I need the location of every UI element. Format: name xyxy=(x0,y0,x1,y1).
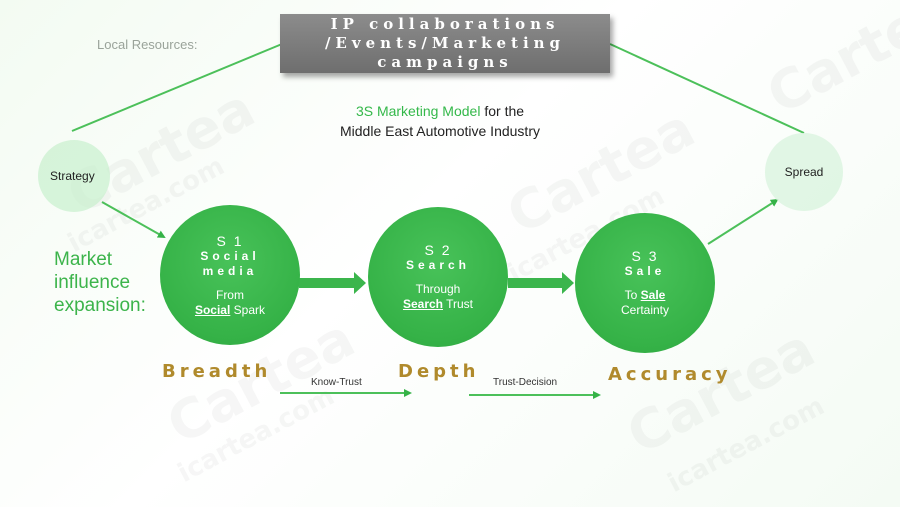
s2-to-s3-arrow xyxy=(508,272,574,294)
strategy-to-s1-arrow xyxy=(101,201,166,238)
box-line-3: campaigns xyxy=(377,53,513,71)
box-to-spread-line xyxy=(609,43,805,134)
transition-trust-decision: Trust-Decision xyxy=(493,377,558,388)
market-influence-line-3: expansion: xyxy=(54,295,146,316)
stage-desc-text: Trust xyxy=(443,297,474,311)
stage-desc-key: Social xyxy=(194,302,231,317)
stage-number: S 1 xyxy=(216,232,244,249)
market-influence-label: Market influence expansion: xyxy=(54,248,146,317)
stage-desc-text: Certainty xyxy=(620,303,670,317)
stage-s2-circle: S 2 Search Through Search Trust xyxy=(368,207,508,347)
model-title-accent: 3S Marketing Model xyxy=(355,103,481,119)
stage-description: Through Search Trust xyxy=(403,282,473,312)
marketing-activities-box: IP collaborations /Events/Marketing camp… xyxy=(280,14,610,73)
stage-number: S 2 xyxy=(424,242,452,258)
model-title-rest: for the xyxy=(480,103,525,119)
model-title-line-2: Middle East Automotive Industry xyxy=(340,123,540,139)
stage-name: Search xyxy=(405,258,471,272)
phase-accuracy: Accuracy xyxy=(608,364,732,385)
stage-name: Sale xyxy=(624,264,666,278)
stage-s3-circle: S 3 Sale To Sale Certainty xyxy=(575,213,715,353)
model-title: 3S Marketing Model for the Middle East A… xyxy=(300,101,580,141)
s1-to-s2-arrow xyxy=(299,272,366,294)
stage-name: Social xyxy=(200,248,260,263)
stage-name: media xyxy=(202,263,258,278)
stage-description: From Social Spark xyxy=(195,288,265,318)
stage-desc-text: Spark xyxy=(230,302,266,317)
strategy-node: Strategy xyxy=(38,140,110,212)
market-influence-line-1: Market xyxy=(54,249,113,270)
local-resources-label: Local Resources: xyxy=(97,37,198,52)
stage-desc-text: To xyxy=(624,288,641,302)
strategy-to-box-line xyxy=(71,43,283,132)
stage-description: To Sale Certainty xyxy=(621,288,669,318)
strategy-label: Strategy xyxy=(50,169,95,183)
stage-s1-circle: S 1 Social media From Social Spark xyxy=(160,205,300,345)
phase-depth: Depth xyxy=(398,361,480,382)
market-influence-line-2: influence xyxy=(54,272,131,293)
stage-desc-text: From xyxy=(215,287,244,302)
stage-desc-key: Search xyxy=(402,297,443,311)
stage-number: S 3 xyxy=(631,248,659,264)
box-line-2: /Events/Marketing xyxy=(324,34,566,52)
stage-desc-text: Through xyxy=(415,282,461,296)
stage-desc-key: Sale xyxy=(640,288,666,302)
transition-know-trust: Know-Trust xyxy=(311,377,362,388)
box-line-1: IP collaborations xyxy=(330,15,560,33)
s3-to-spread-arrow xyxy=(707,198,779,245)
spread-node: Spread xyxy=(765,133,843,211)
phase-breadth: Breadth xyxy=(162,361,272,382)
spread-label: Spread xyxy=(784,165,824,179)
